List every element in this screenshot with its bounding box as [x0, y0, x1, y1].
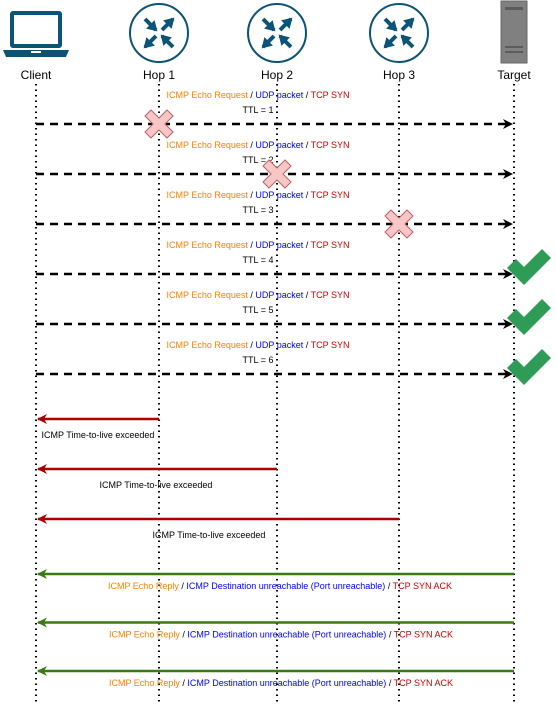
probe-icmp-label: ICMP Echo Request — [167, 340, 249, 350]
reply: ICMP Echo Reply / ICMP Destination unrea… — [37, 617, 514, 640]
probe-sep-label: / — [303, 140, 310, 150]
probe-icmp-label: ICMP Echo Request — [167, 240, 249, 250]
probe-sep-label: / — [248, 290, 256, 300]
probe-sep-label: / — [248, 140, 256, 150]
check-icon — [507, 249, 551, 285]
probe-sep-label: / — [303, 90, 310, 100]
probe-sep-label: / — [303, 290, 310, 300]
reply-unreachable-label: ICMP Destination unreachable (Port unrea… — [187, 678, 386, 688]
probe-sep-label: / — [248, 340, 256, 350]
node-label-target: Target — [497, 68, 531, 82]
probe-icmp-label: ICMP Echo Request — [167, 140, 249, 150]
probe-sep-label: / — [248, 190, 256, 200]
probe-sep-label: / — [303, 240, 310, 250]
probe-protocol-label: ICMP Echo Request / UDP packet / TCP SYN — [167, 140, 350, 150]
ttl-label: TTL = 5 — [243, 305, 274, 315]
reply-sep-label: / — [179, 581, 187, 591]
reply: ICMP Echo Reply / ICMP Destination unrea… — [37, 666, 514, 688]
lifelines — [35, 84, 515, 705]
reply-unreachable-label: ICMP Destination unreachable (Port unrea… — [186, 581, 385, 591]
probe: ICMP Echo Request / UDP packet / TCP SYN… — [36, 290, 551, 335]
probe: ICMP Echo Request / UDP packet / TCP SYN… — [36, 190, 513, 239]
probe-tcp-label: TCP SYN — [311, 290, 350, 300]
probe-udp-label: UDP packet — [255, 140, 303, 150]
probe-sep-label: / — [248, 90, 256, 100]
probe-arrows: ICMP Echo Request / UDP packet / TCP SYN… — [36, 90, 551, 385]
probe-tcp-label: TCP SYN — [311, 90, 350, 100]
router-icon — [247, 3, 307, 63]
node-label-hop1: Hop 1 — [143, 68, 175, 82]
reply-icmp-label: ICMP Echo Reply — [108, 581, 179, 591]
probe-icmp-label: ICMP Echo Request — [167, 290, 249, 300]
ttl-exceeded-label: ICMP Time-to-live exceeded — [42, 430, 155, 440]
reply-protocol-label: ICMP Echo Reply / ICMP Destination unrea… — [109, 630, 453, 640]
ttl-label: TTL = 3 — [243, 205, 274, 215]
drop-cross-icon — [384, 209, 414, 239]
node-label-hop3: Hop 3 — [383, 68, 415, 82]
probe-icmp-label: ICMP Echo Request — [167, 90, 249, 100]
probe-sep-label: / — [303, 190, 310, 200]
probe-protocol-label: ICMP Echo Request / UDP packet / TCP SYN — [167, 240, 350, 250]
reply: ICMP Echo Reply / ICMP Destination unrea… — [37, 569, 514, 591]
probe-protocol-label: ICMP Echo Request / UDP packet / TCP SYN — [167, 90, 350, 100]
probe-sep-label: / — [303, 340, 310, 350]
check-icon — [507, 349, 551, 385]
reply-sep-label: / — [180, 678, 188, 688]
reply-arrows: ICMP Echo Reply / ICMP Destination unrea… — [37, 569, 514, 688]
probe: ICMP Echo Request / UDP packet / TCP SYN… — [36, 90, 513, 139]
reply-sep-label: / — [385, 581, 392, 591]
ttl-label: TTL = 2 — [243, 155, 274, 165]
router-icon — [129, 3, 189, 63]
ttl-exceeded: ICMP Time-to-live exceeded — [37, 464, 277, 490]
reply-protocol-label: ICMP Echo Reply / ICMP Destination unrea… — [108, 581, 452, 591]
reply-tcp-label: TCP SYN ACK — [394, 678, 453, 688]
drop-cross-icon — [262, 159, 292, 189]
node-labels: Client Hop 1 Hop 2 Hop 3 Target — [21, 68, 532, 82]
reply-sep-label: / — [386, 678, 393, 688]
probe-udp-label: UDP packet — [255, 340, 303, 350]
ttl-label: TTL = 6 — [243, 355, 274, 365]
reply-sep-label: / — [180, 630, 188, 640]
probe: ICMP Echo Request / UDP packet / TCP SYN… — [36, 340, 551, 385]
ttl-label: TTL = 1 — [243, 105, 274, 115]
reply-tcp-label: TCP SYN ACK — [394, 630, 453, 640]
probe-tcp-label: TCP SYN — [311, 240, 350, 250]
reply-icmp-label: ICMP Echo Reply — [109, 630, 180, 640]
probe-udp-label: UDP packet — [255, 90, 303, 100]
probe-udp-label: UDP packet — [255, 190, 303, 200]
probe-tcp-label: TCP SYN — [311, 190, 350, 200]
reply-icmp-label: ICMP Echo Reply — [109, 678, 180, 688]
server-icon — [500, 0, 528, 64]
probe-protocol-label: ICMP Echo Request / UDP packet / TCP SYN — [167, 340, 350, 350]
ttl-exceeded-label: ICMP Time-to-live exceeded — [153, 530, 266, 540]
node-label-hop2: Hop 2 — [261, 68, 293, 82]
ttl-exceeded: ICMP Time-to-live exceeded — [37, 514, 399, 540]
probe-protocol-label: ICMP Echo Request / UDP packet / TCP SYN — [167, 290, 350, 300]
ttl-exceeded: ICMP Time-to-live exceeded — [37, 414, 159, 440]
check-icon — [507, 299, 551, 335]
ttl-label: TTL = 4 — [243, 255, 274, 265]
reply-protocol-label: ICMP Echo Reply / ICMP Destination unrea… — [109, 678, 453, 688]
reply-unreachable-label: ICMP Destination unreachable (Port unrea… — [187, 630, 386, 640]
probe-udp-label: UDP packet — [255, 240, 303, 250]
probe: ICMP Echo Request / UDP packet / TCP SYN… — [36, 140, 513, 189]
reply-sep-label: / — [386, 630, 393, 640]
probe-tcp-label: TCP SYN — [311, 340, 350, 350]
probe-tcp-label: TCP SYN — [311, 140, 350, 150]
probe: ICMP Echo Request / UDP packet / TCP SYN… — [36, 240, 551, 285]
laptop-icon — [3, 11, 69, 57]
probe-sep-label: / — [248, 240, 256, 250]
probe-udp-label: UDP packet — [255, 290, 303, 300]
node-label-client: Client — [21, 68, 52, 82]
node-icons — [3, 0, 528, 64]
ttl-exceeded-label: ICMP Time-to-live exceeded — [100, 480, 213, 490]
reply-tcp-label: TCP SYN ACK — [393, 581, 452, 591]
drop-cross-icon — [144, 109, 174, 139]
router-icon — [369, 3, 429, 63]
probe-icmp-label: ICMP Echo Request — [167, 190, 249, 200]
probe-protocol-label: ICMP Echo Request / UDP packet / TCP SYN — [167, 190, 350, 200]
